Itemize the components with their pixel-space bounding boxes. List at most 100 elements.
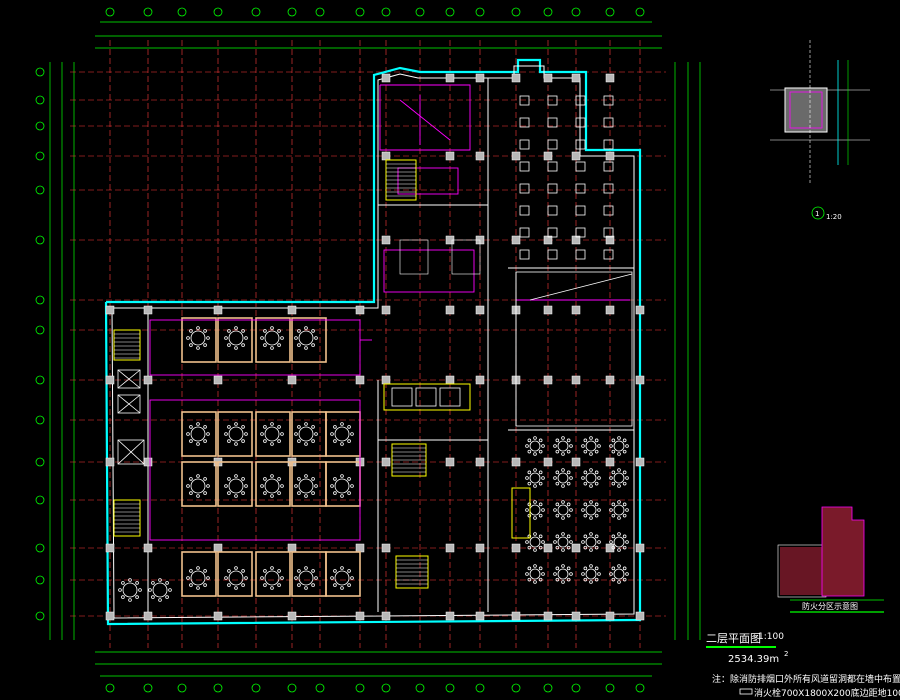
structural-column — [355, 543, 365, 553]
chair — [597, 508, 601, 512]
chair — [597, 444, 601, 448]
structural-column — [287, 543, 297, 553]
chair — [186, 484, 190, 488]
round-table — [585, 472, 597, 484]
private-room — [181, 411, 217, 457]
chair — [561, 484, 565, 488]
square-table — [519, 249, 530, 260]
chair — [297, 425, 301, 429]
chair — [622, 577, 627, 582]
chair — [611, 438, 616, 443]
chair — [622, 449, 627, 454]
chair — [277, 491, 281, 495]
chair — [277, 569, 281, 573]
chair — [206, 336, 210, 340]
square-table — [519, 227, 530, 238]
private-room — [217, 411, 253, 457]
chair — [538, 545, 543, 550]
chair — [227, 343, 231, 347]
structural-column — [445, 151, 455, 161]
structural-column — [571, 543, 581, 553]
chair — [583, 513, 588, 518]
chair — [594, 470, 599, 475]
chair — [541, 572, 545, 576]
chair — [569, 476, 573, 480]
structural-column — [605, 73, 615, 83]
chair — [553, 476, 557, 480]
chair — [541, 540, 545, 544]
axis-bubble-bottom — [143, 683, 153, 693]
chair — [566, 438, 571, 443]
structural-column — [445, 73, 455, 83]
chair — [589, 532, 593, 536]
round-table — [264, 330, 280, 346]
square-table — [603, 95, 614, 106]
chair — [611, 481, 616, 486]
chair — [617, 564, 621, 568]
chair — [622, 502, 627, 507]
axis-bubble-top — [571, 7, 581, 17]
structural-column — [571, 305, 581, 315]
structural-column — [605, 375, 615, 385]
chair — [168, 588, 172, 592]
round-table — [264, 478, 280, 494]
square-table — [547, 183, 558, 194]
chair — [294, 484, 298, 488]
round-table — [529, 536, 541, 548]
chair — [280, 432, 284, 436]
axis-bubble-top — [605, 7, 615, 17]
chair — [566, 577, 571, 582]
chair — [227, 583, 231, 587]
chair — [224, 336, 228, 340]
round-table — [613, 504, 625, 516]
structural-column — [543, 457, 553, 467]
chair — [350, 484, 354, 488]
chair — [617, 484, 621, 488]
round-table — [557, 568, 569, 580]
chair — [263, 491, 267, 495]
axis-bubble-top — [143, 7, 153, 17]
chair — [196, 346, 200, 350]
axis-bubble-left — [35, 325, 45, 335]
axis-bubble-left — [35, 295, 45, 305]
square-table — [575, 117, 586, 128]
chair — [297, 343, 301, 347]
chair — [227, 491, 231, 495]
round-table — [298, 426, 314, 442]
square-table — [575, 183, 586, 194]
structural-column — [105, 611, 115, 621]
chair — [186, 432, 190, 436]
private-room — [255, 551, 291, 597]
chair — [611, 534, 616, 539]
square-table — [575, 95, 586, 106]
chair — [227, 439, 231, 443]
chair — [203, 583, 207, 587]
chair — [566, 566, 571, 571]
structural-column — [605, 611, 615, 621]
chair — [525, 508, 529, 512]
axis-bubble-left — [35, 185, 45, 195]
chair — [553, 444, 557, 448]
axis-bubble-bottom — [315, 683, 325, 693]
structural-column — [381, 457, 391, 467]
structural-column — [475, 73, 485, 83]
chair — [270, 586, 274, 590]
title-underline — [706, 646, 776, 648]
chair — [263, 343, 267, 347]
square-table — [575, 227, 586, 238]
chair — [165, 595, 169, 599]
chair — [241, 569, 245, 573]
chair — [609, 540, 613, 544]
chair — [189, 329, 193, 333]
chair — [241, 329, 245, 333]
chair — [527, 513, 532, 518]
structural-column — [543, 305, 553, 315]
chair — [263, 329, 267, 333]
chair — [135, 581, 139, 585]
chair — [311, 439, 315, 443]
chair — [311, 329, 315, 333]
atrium-void — [515, 271, 633, 427]
chair — [594, 566, 599, 571]
square-table — [603, 117, 614, 128]
axis-bubble-top — [287, 7, 297, 17]
